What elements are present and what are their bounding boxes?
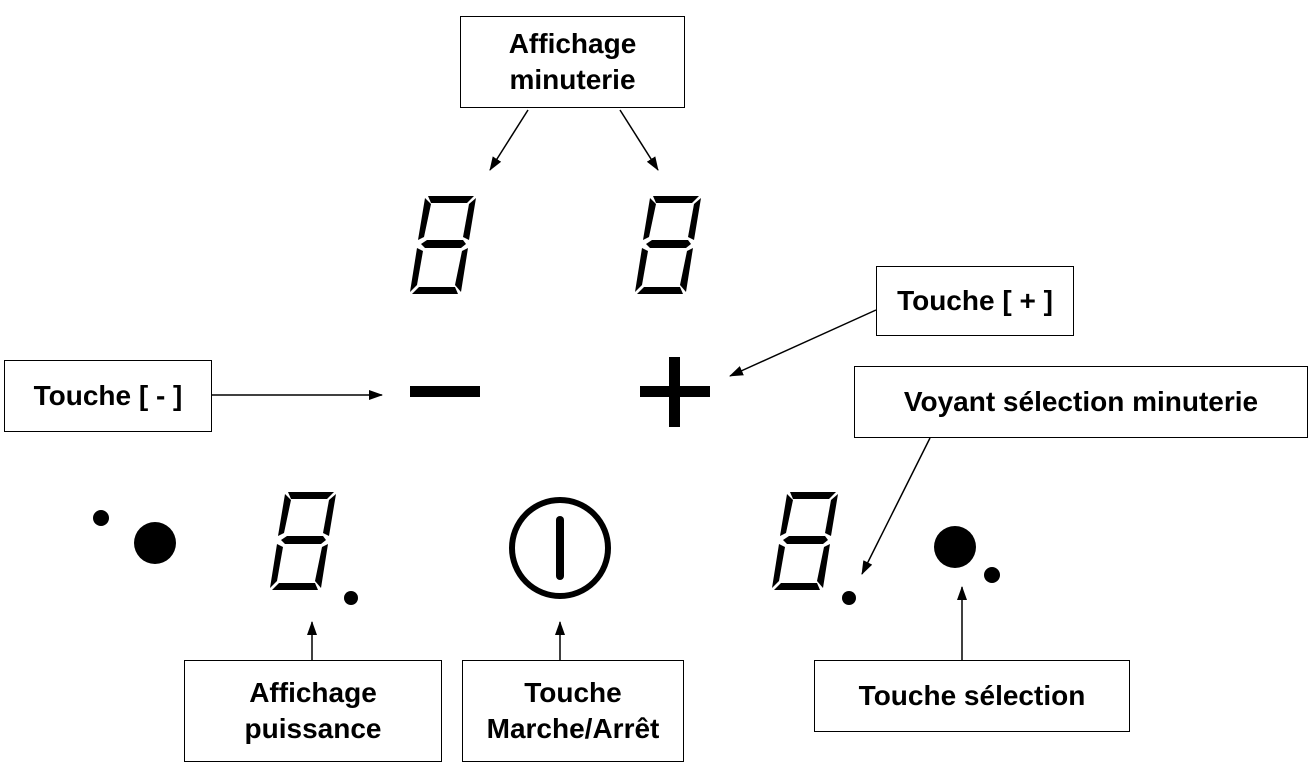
plus-key-label: Touche [ + ] (876, 266, 1074, 336)
arrow-timer-right (619, 109, 659, 171)
on-off-key-label-line1: Touche (524, 677, 622, 708)
small-dot-left (93, 510, 109, 526)
on-off-key-label: Touche Marche/Arrêt (462, 660, 684, 762)
selection-key-dot[interactable] (934, 526, 976, 568)
power-display-label: Affichage puissance (184, 660, 442, 762)
small-dot-right (984, 567, 1000, 583)
timer-selection-light-dot (842, 591, 856, 605)
selection-digit (772, 492, 838, 590)
timer-display-label-line1: Affichage (508, 28, 637, 59)
power-display-label-line1: Affichage (249, 677, 377, 708)
plus-icon[interactable] (640, 357, 710, 427)
power-display-label-line2: puissance (244, 713, 382, 744)
left-selection-dot[interactable] (134, 522, 176, 564)
minus-key-label: Touche [ - ] (4, 360, 212, 432)
on-off-key-label-line2: Marche/Arrêt (486, 713, 660, 744)
selection-key-label: Touche sélection (814, 660, 1130, 732)
timer-display-label: Affichage minuterie (460, 16, 685, 108)
power-decimal-point (344, 591, 358, 605)
power-icon[interactable] (509, 497, 611, 599)
arrow-plus (729, 309, 877, 377)
power-digit (270, 492, 336, 590)
timer-display-label-line2: minuterie (509, 64, 636, 95)
arrow-timer-left (489, 109, 529, 171)
arrow-timer-light (861, 437, 931, 575)
timer-selection-light-label: Voyant sélection minuterie (854, 366, 1308, 438)
timer-digit-left (410, 196, 476, 294)
minus-icon[interactable] (410, 386, 480, 397)
timer-digit-right (635, 196, 701, 294)
